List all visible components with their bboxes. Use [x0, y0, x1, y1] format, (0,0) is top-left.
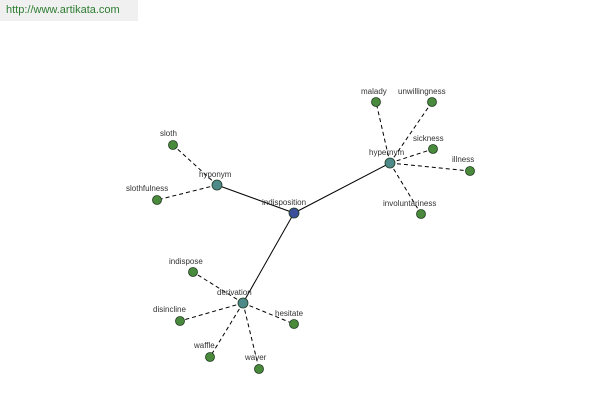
node-derivation[interactable]: [237, 297, 249, 309]
edge-hypernym-unwillingness: [389, 101, 433, 164]
edges-layer: [156, 101, 471, 370]
nodes-layer: [152, 97, 475, 374]
node-disincline[interactable]: [175, 316, 185, 326]
node-involuntariness[interactable]: [416, 209, 426, 219]
node-label-indisposition: indisposition: [262, 198, 306, 207]
node-waver[interactable]: [254, 364, 264, 374]
edge-derivation-waver: [242, 302, 260, 370]
source-url[interactable]: http://www.artikata.com: [0, 0, 138, 21]
edge-derivation-waffle: [209, 302, 244, 358]
node-label-unwillingness: unwillingness: [398, 87, 446, 96]
node-label-hesitate: hesitate: [275, 309, 304, 318]
node-waffle[interactable]: [205, 352, 215, 362]
node-illness[interactable]: [465, 166, 475, 176]
node-unwillingness[interactable]: [427, 97, 437, 107]
edge-hyponym1-slothfulness: [156, 184, 218, 201]
node-label-malady: malady: [361, 87, 387, 96]
edge-hypernym-illness: [389, 162, 471, 172]
node-label-disincline: disincline: [153, 305, 186, 314]
labels-layer: indisposition hyponym hypernym derivation sl…: [126, 87, 474, 362]
node-hyponym1[interactable]: [211, 179, 223, 191]
node-label-slothfulness: slothfulness: [126, 184, 168, 193]
edge-hyponym1-sloth: [172, 144, 218, 186]
node-label-sickness: sickness: [413, 134, 444, 143]
node-indisposition[interactable]: [288, 207, 300, 219]
node-sickness[interactable]: [428, 144, 438, 154]
node-label-illness: illness: [452, 155, 474, 164]
node-hypernym[interactable]: [384, 157, 396, 169]
node-label-involuntariness: involuntariness: [383, 199, 436, 208]
node-malady[interactable]: [371, 97, 381, 107]
node-label-hypernym: hypernym: [369, 148, 404, 157]
node-label-hyponym1: hyponym: [199, 170, 232, 179]
edge-derivation-indispose: [192, 271, 244, 304]
edge-derivation-hesitate: [242, 302, 295, 325]
edge-indisposition-hyponym1: [216, 184, 295, 214]
edge-indisposition-derivation: [242, 212, 295, 304]
node-slothfulness[interactable]: [152, 195, 162, 205]
node-label-derivation: derivation: [217, 288, 252, 297]
node-hesitate[interactable]: [289, 319, 299, 329]
edge-hypernym-sickness: [389, 148, 434, 164]
node-indispose[interactable]: [188, 267, 198, 277]
node-sloth[interactable]: [168, 140, 178, 150]
edge-indisposition-hypernym: [293, 162, 391, 214]
node-label-sloth: sloth: [160, 129, 177, 138]
edge-derivation-disincline: [179, 302, 244, 322]
edge-hypernym-malady: [375, 101, 391, 164]
edge-hypernym-involuntariness: [389, 162, 422, 215]
node-label-indispose: indispose: [169, 257, 203, 266]
node-label-waver: waver: [244, 353, 267, 362]
node-label-waffle: waffle: [193, 341, 215, 350]
